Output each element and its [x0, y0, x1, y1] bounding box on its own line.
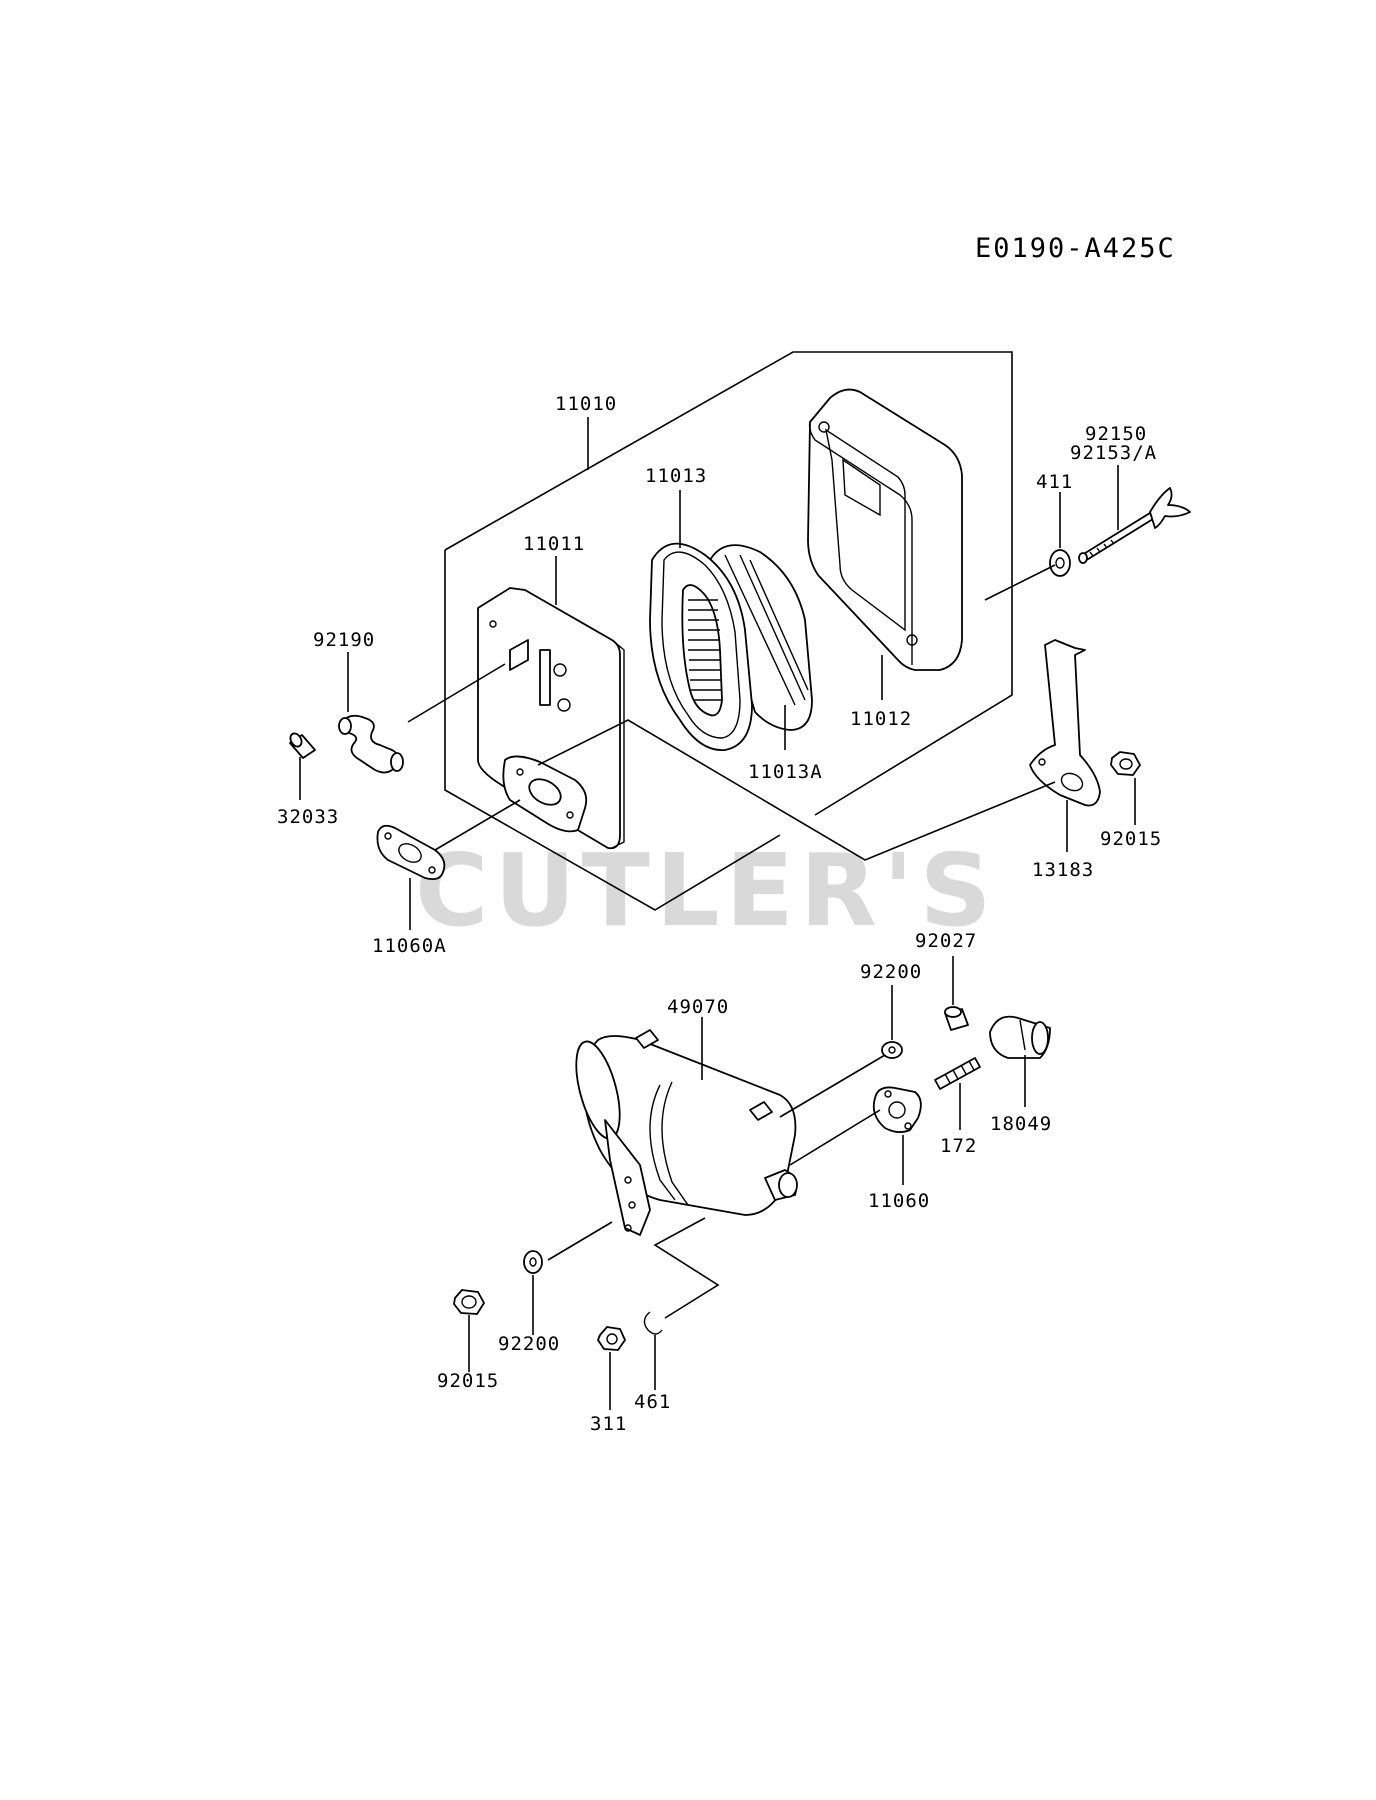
label-92153A: 92153/A	[1070, 442, 1157, 464]
label-92200-bottom: 92200	[498, 1333, 560, 1355]
label-18049: 18049	[990, 1113, 1052, 1135]
part-92200-top-washer[interactable]	[881, 1041, 903, 1059]
part-411-washer[interactable]	[1049, 549, 1071, 577]
part-11060-gasket[interactable]	[872, 1086, 922, 1133]
part-11013-filter[interactable]	[649, 542, 813, 751]
label-49070: 49070	[667, 996, 729, 1018]
label-92027: 92027	[915, 930, 977, 952]
leader-lines	[299, 417, 1136, 1410]
part-92200-bottom-washer[interactable]	[523, 1250, 543, 1274]
part-92190-hose[interactable]	[338, 714, 404, 774]
label-11060: 11060	[868, 1190, 930, 1212]
label-92190: 92190	[313, 629, 375, 651]
label-311: 311	[590, 1413, 627, 1435]
label-13183: 13183	[1032, 859, 1094, 881]
assembly-bracket-11010	[444, 351, 1013, 911]
part-311-nut[interactable]	[597, 1326, 626, 1351]
label-92015-top: 92015	[1100, 828, 1162, 850]
part-labels: 11010 11011 11013 11013A 11012 92150 921…	[277, 393, 1162, 1435]
part-92015-top-nut[interactable]	[1110, 751, 1141, 776]
part-92027-collar[interactable]	[944, 1006, 969, 1031]
label-172: 172	[940, 1135, 977, 1157]
label-461: 461	[634, 1391, 671, 1413]
label-11060A: 11060A	[372, 935, 447, 957]
part-13183-bracket[interactable]	[1029, 639, 1101, 807]
part-92150-wing-bolt[interactable]	[1078, 487, 1191, 564]
label-411: 411	[1036, 471, 1073, 493]
label-11012: 11012	[850, 708, 912, 730]
part-18049-cap[interactable]	[989, 1015, 1051, 1059]
label-11013A: 11013A	[748, 761, 823, 783]
part-92015-bottom-nut[interactable]	[453, 1289, 485, 1315]
watermark-text: CUTLER'S	[415, 832, 997, 949]
part-172-stud[interactable]	[934, 1057, 981, 1090]
label-11011: 11011	[523, 533, 585, 555]
label-92015-bottom: 92015	[437, 1370, 499, 1392]
label-11013: 11013	[645, 465, 707, 487]
part-11011-backplate[interactable]	[477, 587, 625, 850]
part-11060A-gasket[interactable]	[376, 824, 446, 881]
part-11012-cover[interactable]	[807, 388, 963, 671]
label-92200-top: 92200	[860, 961, 922, 983]
part-461-snap-ring[interactable]	[643, 1311, 663, 1335]
diagram-code: E0190-A425C	[975, 233, 1176, 264]
label-11010: 11010	[555, 393, 617, 415]
label-32033: 32033	[277, 806, 339, 828]
label-92150: 92150	[1085, 423, 1147, 445]
part-49070-muffler[interactable]	[568, 1029, 798, 1236]
part-32033-pipe[interactable]	[288, 731, 316, 759]
